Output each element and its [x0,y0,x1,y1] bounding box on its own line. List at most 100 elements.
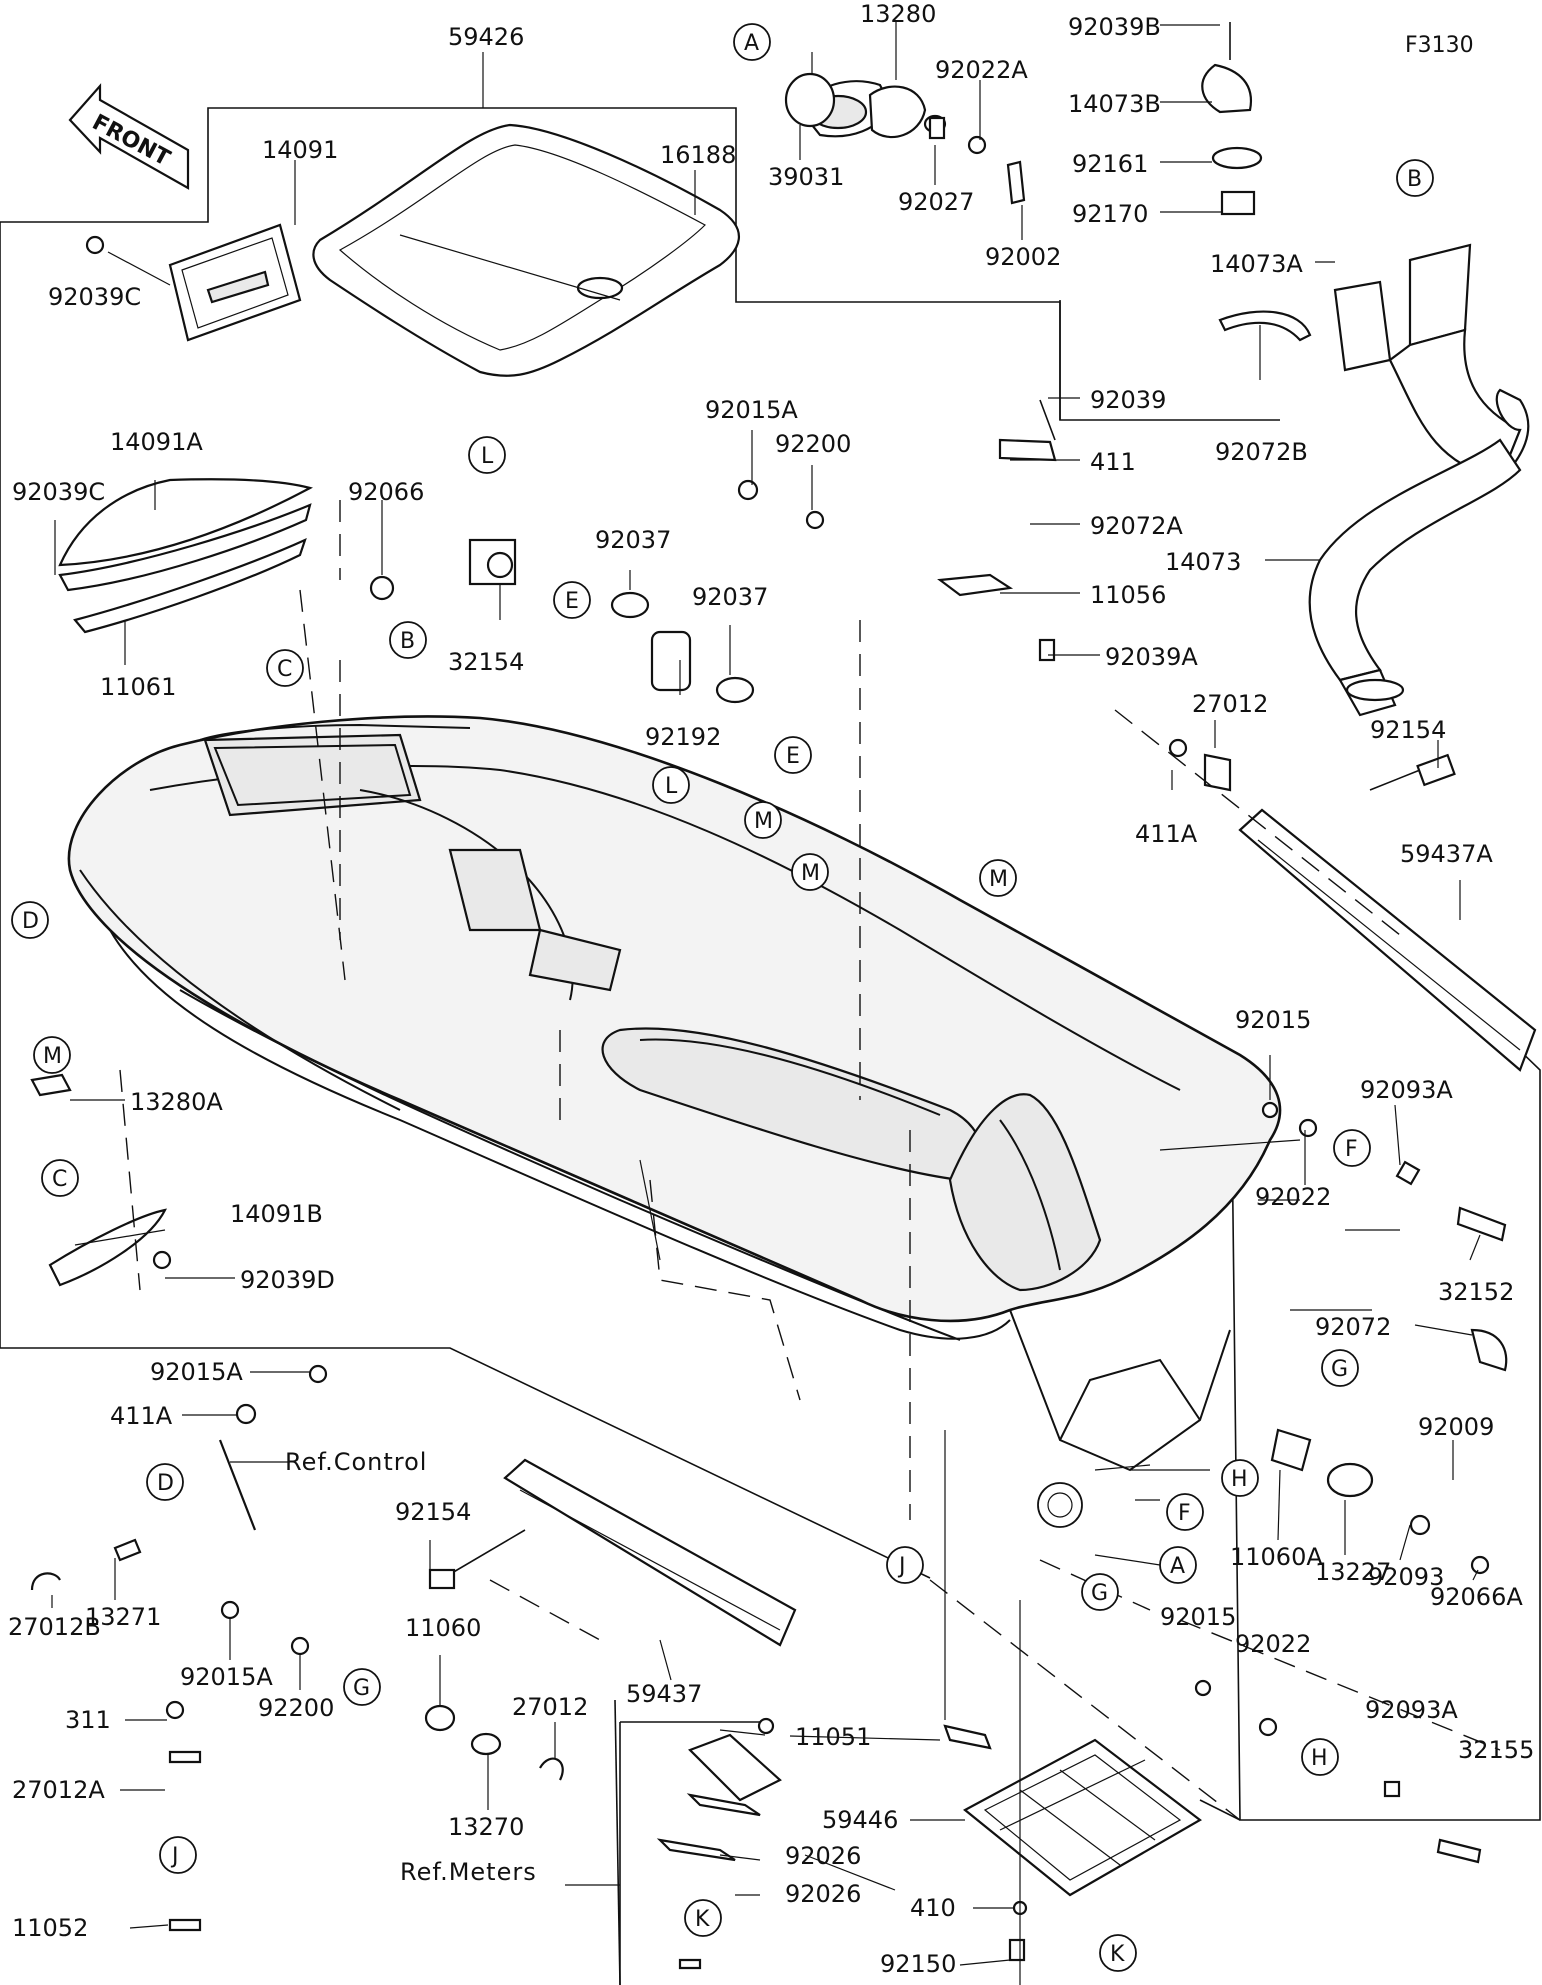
part-number-labels: 59426 14091 16188 92039C 14091A 92039C 1… [8,0,1534,1978]
callout-circle: E [774,736,812,774]
part-label: 92015 [1235,1006,1311,1034]
svg-text:H: H [1231,1467,1248,1492]
part-label: 27012 [1192,690,1268,718]
part-label: 13271 [85,1603,161,1631]
ref-control-label: Ref.Control [285,1448,427,1476]
svg-text:B: B [1407,167,1422,192]
callout-circle: D [146,1463,184,1501]
part-label: 92039 [1090,386,1166,414]
part-label: 92015A [705,396,798,424]
svg-text:B: B [400,629,415,654]
callout-circle: J [159,1836,197,1874]
svg-text:E: E [786,744,800,769]
svg-text:H: H [1311,1746,1328,1771]
part-label: 92066 [348,478,424,506]
part-label: 14073A [1210,250,1303,278]
rail-59437A [1238,753,1537,1072]
part-label: 11052 [12,1914,88,1942]
svg-text:L: L [481,444,494,469]
part-label: 92150 [880,1950,956,1978]
callout-circle: L [652,766,690,804]
callout-circle: G [343,1668,381,1706]
part-label: 92161 [1072,150,1148,178]
svg-text:M: M [754,809,773,834]
callout-circles: A B L E C B E L M M M D M C F G H F A G … [11,23,1434,1972]
hardware-13280-group [784,22,1263,216]
part-label: 39031 [768,163,844,191]
part-label: 92015A [180,1663,273,1691]
svg-text:J: J [170,1844,179,1869]
part-label: 92154 [1370,716,1446,744]
part-label: 92072B [1215,438,1308,466]
figure-code: F3130 [1405,33,1474,58]
callout-circle: G [1081,1573,1119,1611]
part-label: 92037 [595,526,671,554]
callout-circle: M [744,801,782,839]
part-label: 92015A [150,1358,243,1386]
part-label: 92022A [935,56,1028,84]
part-label: 92093A [1365,1696,1458,1724]
part-label: 92022 [1235,1630,1311,1658]
callout-circle: C [266,649,304,687]
part-label: 92039B [1068,13,1161,41]
callout-circle: B [1396,159,1434,197]
part-label: 92170 [1072,200,1148,228]
part-label: 32152 [1438,1278,1514,1306]
part-label: 92200 [258,1694,334,1722]
callout-circle: A [733,23,771,61]
callout-circle: B [389,621,427,659]
part-label: 92154 [395,1498,471,1526]
callout-circle: J [886,1546,924,1584]
dashed-reference-lines [119,500,1501,1821]
cover-14091A [58,478,313,634]
svg-text:A: A [744,31,759,56]
part-label: 92066A [1430,1583,1523,1611]
part-label: 16188 [660,141,736,169]
reference-labels: Ref.Control Ref.Meters [285,1448,537,1886]
part-label: 32154 [448,648,524,676]
svg-text:F: F [1345,1137,1358,1162]
part-label: 92093 [1368,1563,1444,1591]
callout-circle: G [1321,1349,1359,1387]
part-label: 11051 [795,1723,871,1751]
svg-text:F: F [1178,1501,1191,1526]
part-label: 92192 [645,723,721,751]
callout-circle: H [1221,1459,1259,1497]
ref-meters-label: Ref.Meters [400,1858,537,1886]
part-label: 92026 [785,1842,861,1870]
part-label: 411 [1090,448,1136,476]
callout-circle: K [1099,1934,1137,1972]
svg-text:L: L [665,774,678,799]
part-label: 410 [910,1894,956,1922]
svg-text:D: D [22,909,39,934]
part-label: 11060 [405,1614,481,1642]
svg-text:G: G [353,1676,370,1701]
callout-circle: H [1301,1738,1339,1776]
svg-text:A: A [1170,1554,1185,1579]
svg-text:C: C [277,657,292,682]
hull-body [67,660,1282,1528]
part-label: 92027 [898,188,974,216]
part-label: 311 [65,1706,111,1734]
callout-circle: M [791,853,829,891]
part-label: 92039A [1105,643,1198,671]
callout-circle: C [41,1159,79,1197]
part-label: 92039C [12,478,105,506]
part-label: 14091 [262,136,338,164]
part-label: 411A [1135,820,1198,848]
callout-circle: F [1333,1129,1371,1167]
cover-14091 [168,223,302,342]
part-label: 92072A [1090,512,1183,540]
part-label: 92022 [1255,1183,1331,1211]
part-label: 11061 [100,673,176,701]
callout-circle: D [11,901,49,939]
part-label: 11060A [1230,1543,1323,1571]
part-label: 59437A [1400,840,1493,868]
part-label: 13280 [860,0,936,28]
leader-lines [51,20,1481,1985]
svg-text:M: M [801,861,820,886]
part-label: 92009 [1418,1413,1494,1441]
svg-text:G: G [1331,1357,1348,1382]
part-label: 59437 [626,1680,702,1708]
callout-circle: E [553,581,591,619]
